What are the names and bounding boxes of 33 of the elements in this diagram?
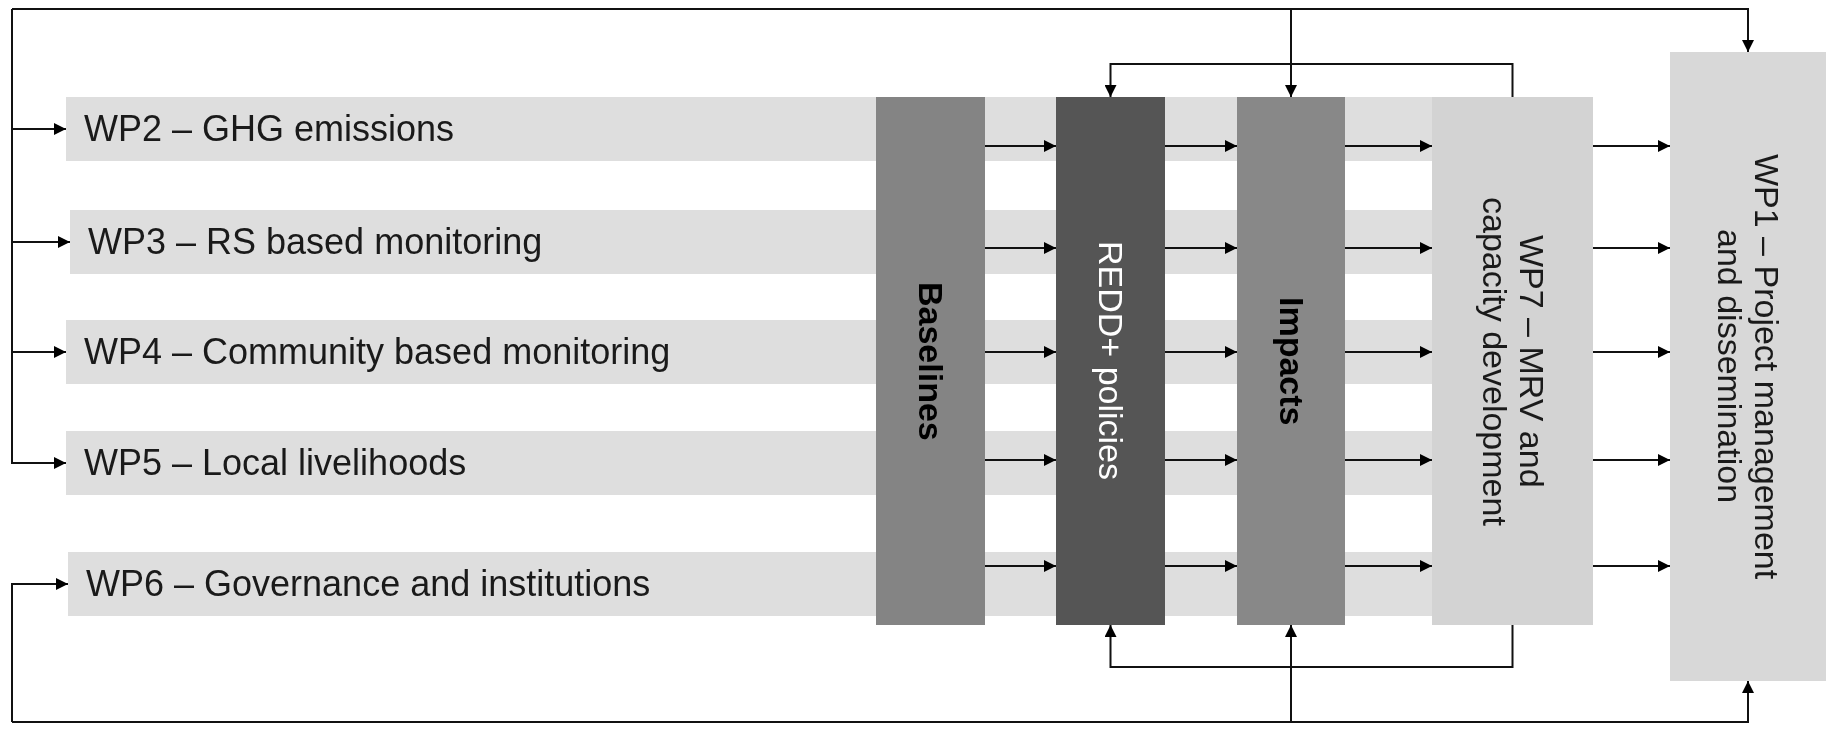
arrow xyxy=(11,578,69,723)
arrow xyxy=(1164,560,1238,572)
impacts-column: Impacts xyxy=(1237,97,1345,625)
arrow xyxy=(1344,140,1433,152)
mrv-column: WP7 – MRV and capacity development xyxy=(1432,97,1593,625)
work-package-band: WP5 – Local livelihoods xyxy=(66,431,876,495)
arrow xyxy=(1592,346,1671,358)
work-package-band: WP2 – GHG emissions xyxy=(66,97,876,161)
work-package-band: WP4 – Community based monitoring xyxy=(66,320,876,384)
arrow xyxy=(1104,624,1514,668)
arrow xyxy=(984,140,1057,152)
arrow xyxy=(1592,140,1671,152)
arrow xyxy=(1592,560,1671,572)
arrow xyxy=(1104,63,1514,98)
arrow xyxy=(1164,140,1238,152)
arrow xyxy=(1164,346,1238,358)
work-package-band: WP3 – RS based monitoring xyxy=(70,210,876,274)
baselines-column: Baselines xyxy=(876,97,985,625)
arrow xyxy=(1344,454,1433,466)
arrow xyxy=(984,346,1057,358)
arrow xyxy=(1592,454,1671,466)
arrow xyxy=(984,454,1057,466)
arrow xyxy=(1344,242,1433,254)
arrow xyxy=(1164,242,1238,254)
arrow xyxy=(1344,560,1433,572)
arrow xyxy=(1344,346,1433,358)
work-package-band: WP6 – Governance and institutions xyxy=(68,552,876,616)
policies-column: REDD+ policies xyxy=(1056,97,1165,625)
arrow xyxy=(984,242,1057,254)
arrow xyxy=(984,560,1057,572)
arrow xyxy=(1164,454,1238,466)
arrow xyxy=(1592,242,1671,254)
management-column: WP1 – Project management and dissemination xyxy=(1670,52,1826,681)
